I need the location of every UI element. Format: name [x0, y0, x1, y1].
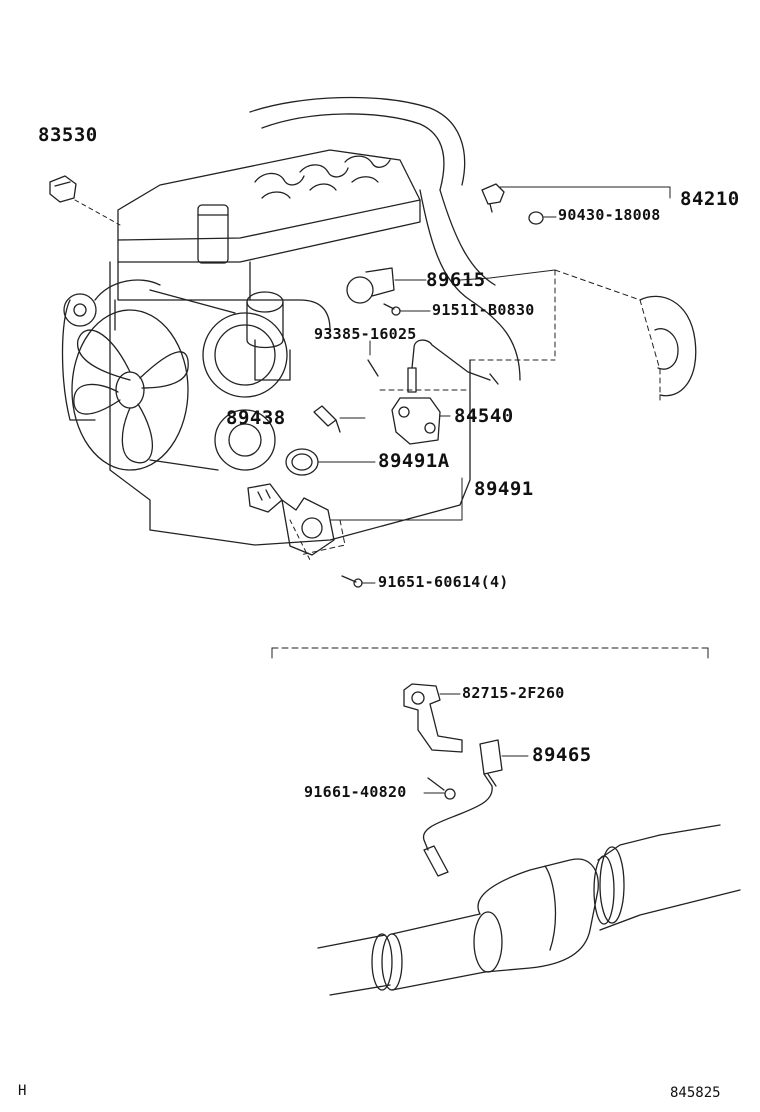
exhaust-drawing	[317, 683, 741, 996]
part-label-84210: 84210	[680, 188, 740, 210]
cooling-fan	[71, 309, 189, 471]
section-separator	[271, 647, 709, 659]
crank-sensor-part	[247, 483, 335, 556]
part-label-91661-40820: 91661-40820	[304, 783, 407, 801]
knock-sensor-part	[346, 267, 395, 304]
part-label-90430-18008: 90430-18008	[558, 206, 661, 224]
washer-part	[528, 211, 544, 225]
engine-drawing	[61, 96, 697, 561]
part-label-89438: 89438	[226, 407, 286, 429]
part-label-89615: 89615	[426, 269, 486, 291]
o-ring-part	[285, 448, 319, 476]
part-label-82715-2f260: 82715-2F260	[462, 684, 565, 702]
part-label-89491: 89491	[474, 478, 534, 500]
oil-pressure-switch-part	[49, 175, 77, 203]
part-label-84540: 84540	[454, 405, 514, 427]
part-label-83530: 83530	[38, 124, 98, 146]
part-label-91651-60614: 91651-60614(4)	[378, 573, 509, 591]
screw-part	[367, 359, 379, 377]
part-label-89465: 89465	[532, 744, 592, 766]
part-label-93385-16025: 93385-16025	[314, 325, 417, 343]
part-label-91511-b0830: 91511-B0830	[432, 301, 535, 319]
footer-code: H	[18, 1083, 27, 1099]
sensor-part-84210	[481, 183, 505, 213]
sensor-part-84540	[391, 339, 499, 445]
leader-lines-upper	[317, 186, 671, 584]
bolt-part-91511	[383, 303, 401, 316]
figure-number: 845825	[670, 1085, 721, 1101]
part-label-89491a: 89491A	[378, 450, 450, 472]
bolt-part-91651	[341, 575, 363, 588]
leader-lines-lower	[423, 693, 529, 794]
sensor-part-89438	[313, 405, 341, 433]
